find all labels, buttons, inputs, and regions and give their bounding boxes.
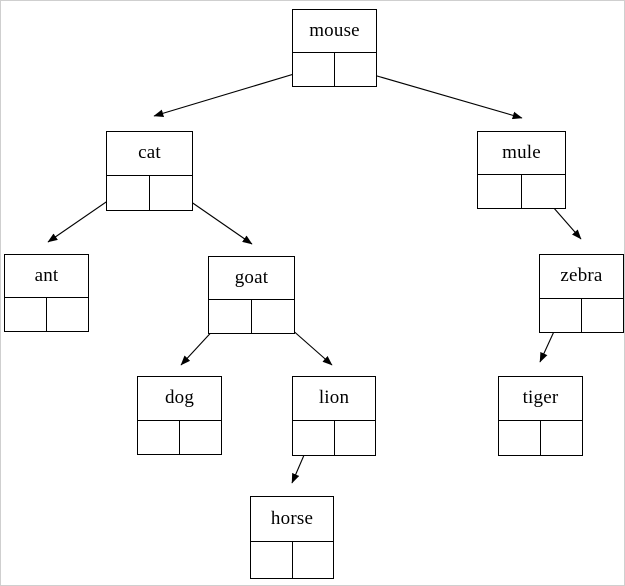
tree-node-pointers-cat bbox=[107, 176, 192, 210]
pointer-right-tiger[interactable] bbox=[541, 421, 582, 455]
pointer-left-lion[interactable] bbox=[293, 421, 335, 455]
edge-mouse-left-cat bbox=[153, 67, 315, 118]
pointer-right-zebra[interactable] bbox=[582, 299, 623, 332]
pointer-right-goat[interactable] bbox=[252, 300, 294, 333]
tree-node-label-mouse: mouse bbox=[293, 10, 376, 53]
pointer-left-horse[interactable] bbox=[251, 542, 293, 578]
pointer-left-dog[interactable] bbox=[138, 421, 180, 454]
tree-node-label-cat: cat bbox=[107, 132, 192, 176]
tree-node-tiger[interactable]: tiger bbox=[498, 376, 583, 456]
tree-node-pointers-mule bbox=[478, 175, 565, 208]
tree-node-goat[interactable]: goat bbox=[208, 256, 295, 334]
tree-node-label-zebra: zebra bbox=[540, 255, 623, 299]
tree-node-pointers-lion bbox=[293, 421, 375, 455]
pointer-right-lion[interactable] bbox=[334, 421, 375, 455]
pointer-right-mouse[interactable] bbox=[335, 53, 376, 86]
tree-node-ant[interactable]: ant bbox=[4, 254, 89, 332]
pointer-right-dog[interactable] bbox=[180, 421, 221, 454]
pointer-left-mouse[interactable] bbox=[293, 53, 335, 86]
tree-node-pointers-dog bbox=[138, 421, 221, 454]
tree-node-cat[interactable]: cat bbox=[106, 131, 193, 211]
edge-mouse-right-mule bbox=[352, 68, 523, 120]
pointer-right-horse[interactable] bbox=[292, 542, 333, 578]
tree-node-pointers-zebra bbox=[540, 299, 623, 332]
tree-node-pointers-ant bbox=[5, 298, 88, 331]
pointer-left-mule[interactable] bbox=[478, 175, 522, 208]
tree-node-label-lion: lion bbox=[293, 377, 375, 421]
tree-node-label-tiger: tiger bbox=[499, 377, 582, 421]
tree-node-label-goat: goat bbox=[209, 257, 294, 300]
tree-node-lion[interactable]: lion bbox=[292, 376, 376, 456]
tree-node-zebra[interactable]: zebra bbox=[539, 254, 624, 333]
pointer-left-cat[interactable] bbox=[107, 176, 150, 210]
tree-node-pointers-horse bbox=[251, 542, 333, 578]
tree-node-label-horse: horse bbox=[251, 497, 333, 542]
tree-node-label-ant: ant bbox=[5, 255, 88, 298]
tree-node-mule[interactable]: mule bbox=[477, 131, 566, 209]
pointer-left-zebra[interactable] bbox=[540, 299, 582, 332]
pointer-right-ant[interactable] bbox=[47, 298, 88, 331]
pointer-right-mule[interactable] bbox=[522, 175, 565, 208]
tree-node-pointers-tiger bbox=[499, 421, 582, 455]
tree-node-pointers-mouse bbox=[293, 53, 376, 86]
tree-node-label-dog: dog bbox=[138, 377, 221, 421]
tree-node-mouse[interactable]: mouse bbox=[292, 9, 377, 87]
pointer-right-cat[interactable] bbox=[150, 176, 192, 210]
tree-node-label-mule: mule bbox=[478, 132, 565, 175]
pointer-left-ant[interactable] bbox=[5, 298, 47, 331]
tree-node-horse[interactable]: horse bbox=[250, 496, 334, 579]
pointer-left-tiger[interactable] bbox=[499, 421, 541, 455]
tree-node-pointers-goat bbox=[209, 300, 294, 333]
pointer-left-goat[interactable] bbox=[209, 300, 252, 333]
tree-node-dog[interactable]: dog bbox=[137, 376, 222, 455]
